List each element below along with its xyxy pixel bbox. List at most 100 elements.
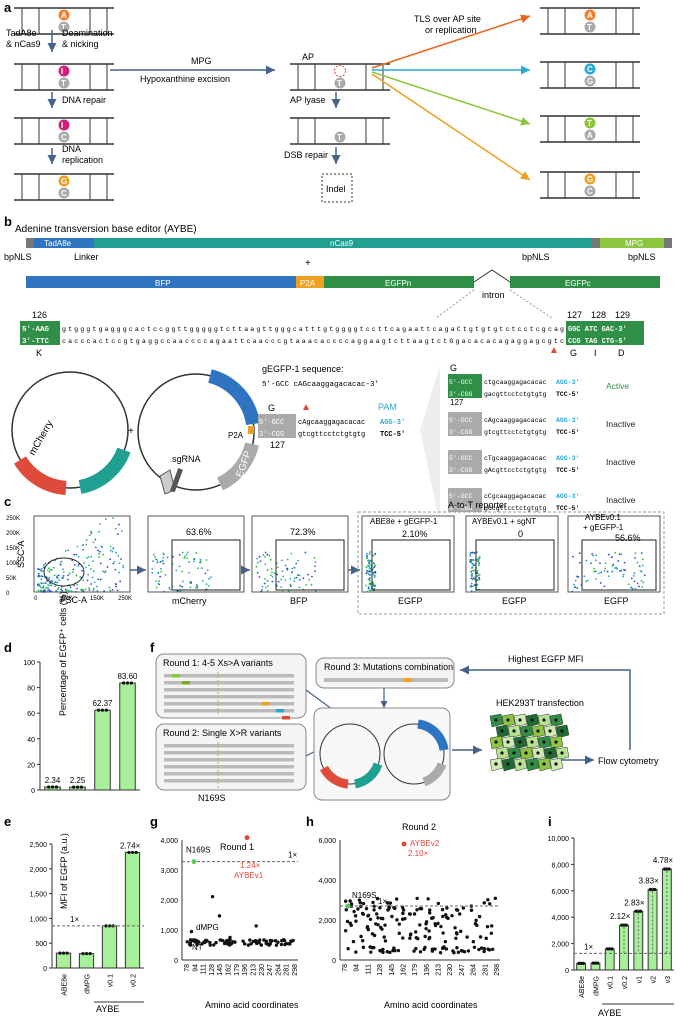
flow-dot [618,570,621,572]
flow-dot [163,553,166,556]
flow-dot [478,555,481,558]
data-point [388,901,393,905]
flow-gate [171,539,241,591]
flow-dot [299,578,301,581]
flow-dot [62,571,65,573]
data-point [385,950,389,954]
flow-dot [307,573,310,576]
data-point [383,939,388,943]
variant-bar [164,751,294,755]
base-top-label: T [587,119,592,128]
data-point [424,926,428,931]
flow-dot [368,579,371,582]
flow-dot [117,555,120,557]
flow-dot [115,585,117,588]
flow-dot [73,563,76,566]
flow-dot [470,561,472,564]
flow-dot [68,590,71,593]
flow-dot [67,578,69,581]
flow-dot [85,557,88,559]
bar-point [47,785,51,789]
flow-dot [181,585,184,588]
flow-dot [40,590,43,592]
variant-box [448,412,482,436]
data-point [258,938,262,942]
flow-dot [369,583,372,586]
text-ap: AP [302,52,314,62]
flow-dot [97,549,100,552]
flow-dot [638,565,641,568]
bar-label: 2.25 [70,776,86,785]
flow-dot [158,580,161,583]
cell-nucleus [542,762,546,766]
data-point [433,923,438,928]
flow-dot [478,562,481,565]
flow-dot [641,586,644,588]
fold-label: 2.12× [610,912,631,921]
flow-dot [56,581,59,584]
base-bottom [584,21,596,33]
flow-dot [291,567,294,570]
flow-dot [630,586,633,589]
flow-dot [80,588,83,591]
flow-dot [578,552,581,555]
flow-dot [366,552,368,555]
flow-dot [373,587,376,590]
flow-dot [98,523,101,525]
flow-dot [603,569,606,572]
base-top [584,117,596,129]
data-point [465,935,469,939]
variant-top-r: AGG-3′ [556,455,579,462]
data-point [396,948,401,953]
flow-dot [606,570,609,573]
flow-dot [368,567,371,570]
data-point [418,923,422,927]
panel-label-f: f [150,640,155,655]
data-point [452,951,456,955]
x-tick-label: 162 [400,964,407,976]
data-point [407,912,412,916]
flow-dot [367,587,370,590]
data-point [426,897,430,901]
text-ncas9-b: nCas9 [330,239,354,248]
flow-dot [41,591,44,593]
flow-dot [368,559,370,562]
flow-dot [314,565,316,568]
flow-dot [47,578,50,581]
flow-dot [40,581,42,584]
text-egfpc: EGFPc [565,279,591,288]
flow-dot [195,552,198,554]
text-tada8e: TadA8e [6,28,37,38]
bar [633,910,644,971]
bar-point [79,785,83,789]
variant-bar [164,702,294,706]
flow-dot [599,562,601,565]
flow-dot [262,554,265,556]
flow-dot [372,554,375,557]
text-gegfp-seq: gEGFP-1 sequence: [262,364,344,374]
variant-bar [164,772,294,776]
flow-dot [87,573,90,576]
data-point [279,942,284,947]
flow-dot [96,589,99,592]
flow-xtick: 250K [118,596,132,602]
data-point [385,901,390,905]
flow-dot [369,589,372,592]
data-point [375,912,379,916]
variant-bot-r: TCC-5′ [556,467,579,474]
flow-dot [199,558,202,561]
y-tick-label: 2,000 [160,898,178,905]
flow-dot [155,586,158,589]
text-egfp-axis-1: EGFP [398,596,423,606]
x-tick-label: 196 [242,964,249,976]
data-point [479,946,484,950]
base-top-label: A [587,11,593,20]
data-point [214,940,218,945]
flow-dot [159,575,162,578]
flow-dot [179,584,181,587]
flow-dot [51,580,54,583]
flow-dot [70,590,73,593]
base-bottom [58,187,70,199]
flow-dot [611,565,614,567]
